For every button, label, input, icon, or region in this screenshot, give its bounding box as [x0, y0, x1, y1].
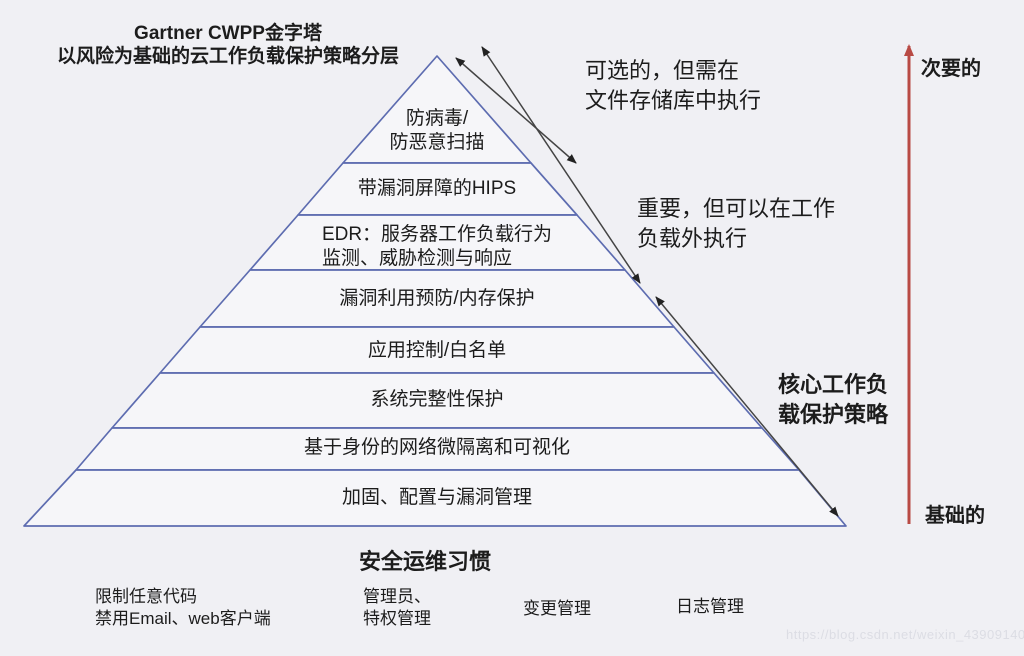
footer-item-change-mgmt: 变更管理: [523, 599, 591, 618]
pyramid-layer-label-8: 加固、配置与漏洞管理: [341, 487, 533, 508]
diagram-title-line2: 以风险为基础的云工作负载保护策略分层: [56, 46, 400, 67]
pyramid-layer-shape-8: [23, 469, 847, 527]
diagram-title: Gartner CWPP金字塔 以风险为基础的云工作负载保护策略分层: [57, 22, 399, 68]
pyramid-layer-label-5: 应用控制/白名单: [367, 340, 507, 361]
annotation-optional: 可选的，但需在 文件存储库中执行: [585, 58, 762, 113]
pyramid-layer-label-7: 基于身份的网络微隔离和可视化: [303, 437, 571, 458]
footer-title: 安全运维习惯: [358, 549, 492, 574]
range-arrow-important: [481, 46, 641, 284]
axis-label-foundational: 基础的: [925, 505, 985, 527]
footer-item-admin-privilege: 管理员、 特权管理: [363, 587, 431, 628]
pyramid-layer-label-6: 系统完整性保护: [370, 389, 504, 410]
axis-label-secondary: 次要的: [921, 58, 981, 80]
annotation-important: 重要，但可以在工作 负载外执行: [637, 196, 836, 251]
pyramid-layer-label-1: 防病毒/ 防恶意扫描: [389, 108, 485, 153]
pyramid-layer-label-3: EDR：服务器工作负载行为 监测、威胁检测与响应: [321, 224, 553, 269]
annotation-core: 核心工作负 载保护策略: [778, 372, 889, 427]
footer-item-restrict-code: 限制任意代码 禁用Email、web客户端: [95, 587, 271, 628]
pyramid-layer-label-2: 带漏洞屏障的HIPS: [357, 178, 517, 199]
range-arrow-core: [655, 296, 839, 517]
diagram-title-line1: Gartner CWPP金字塔: [134, 23, 322, 44]
pyramid-layer-label-4: 漏洞利用预防/内存保护: [339, 288, 535, 309]
footer-item-log-mgmt: 日志管理: [676, 597, 744, 616]
watermark-url: https://blog.csdn.net/weixin_43909140: [786, 627, 1024, 642]
